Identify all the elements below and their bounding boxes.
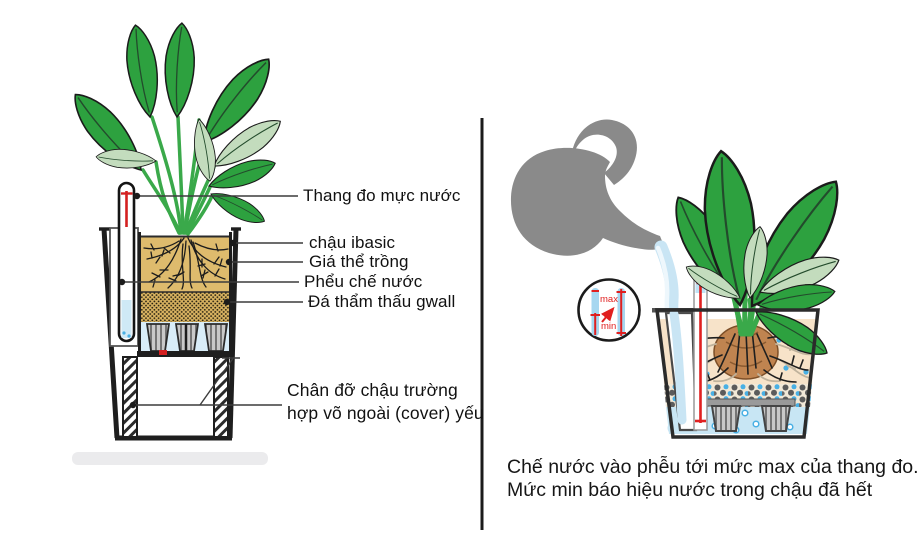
gauge-compartment [109, 181, 139, 347]
right-diagram: max min [510, 119, 857, 439]
baskets [145, 323, 229, 352]
left-plant [63, 21, 288, 236]
watering-can-illustration [510, 119, 664, 256]
left-diagram [63, 21, 303, 465]
root-ball [713, 324, 779, 380]
label-substrate: Giá thể trồng [309, 252, 409, 271]
level-inset: max min [577, 278, 641, 342]
right-baskets [710, 405, 792, 432]
pot-shadow [72, 452, 268, 465]
support-legs [122, 356, 229, 438]
right-gauge [693, 277, 708, 431]
right-pot-outline [655, 308, 820, 439]
panel-divider [480, 118, 484, 530]
label-ibasic-pot: chậu ibasic [309, 233, 396, 252]
label-permeable-stone: Đá thẩm thấu gwall [308, 292, 456, 311]
label-funnel: Phểu chế nước [304, 272, 423, 291]
inset-min-label: min [601, 321, 616, 332]
inner-pot-bottom [137, 351, 233, 357]
inner-pot [137, 232, 233, 357]
label-support-stand-line2: hợp võ ngoài (cover) yếu [287, 403, 484, 423]
water-level-gauge [117, 181, 136, 343]
label-water-gauge: Thang đo mực nước [303, 186, 461, 205]
min-to-max-arrow [600, 306, 615, 323]
label-support-stand-line1: Chân đỡ chậu trường [287, 380, 458, 400]
label-support-stand: Chân đỡ chậu trường hợp võ ngoài (cover)… [287, 379, 484, 425]
roots [143, 237, 229, 290]
caption-line2: Mức min báo hiệu nước trong chậu đã hết [507, 479, 873, 501]
caption: Chế nước vào phễu tới mức max của thang … [507, 456, 919, 502]
right-pot [652, 147, 857, 439]
caption-line1: Chế nước vào phễu tới mức max của thang … [507, 456, 919, 478]
inset-max-label: max [600, 294, 618, 305]
leader-lines [118, 192, 303, 409]
permeable-stone-layer [141, 292, 230, 322]
